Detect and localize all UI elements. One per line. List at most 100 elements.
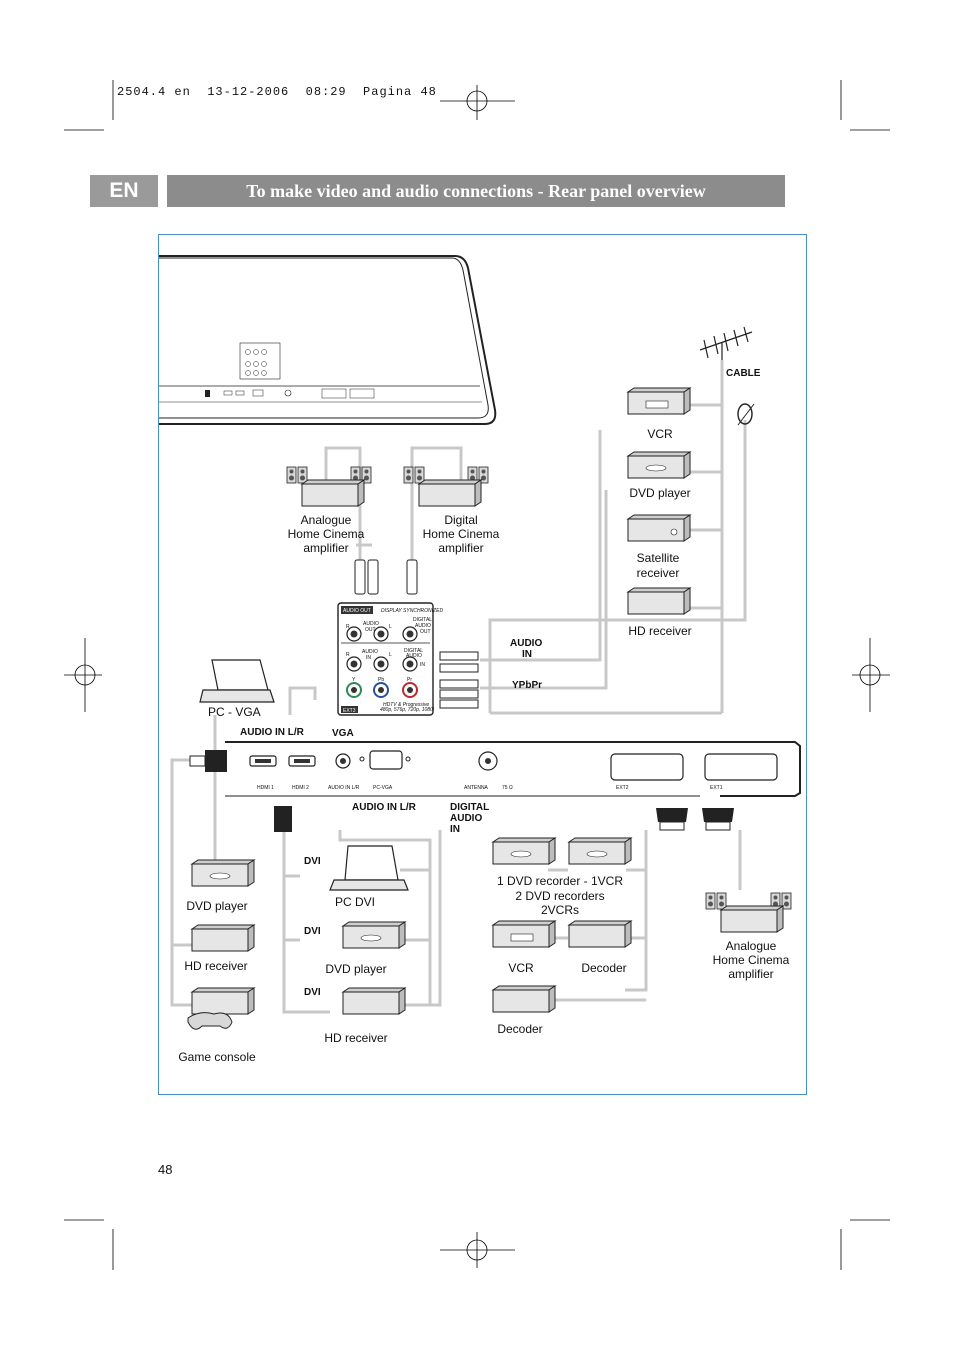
antenna-icon bbox=[699, 326, 753, 360]
ext2-label: EXT2 bbox=[616, 785, 629, 791]
decoder-2-device bbox=[492, 985, 556, 1013]
panel-digital-out-1: DIGITAL bbox=[413, 617, 432, 623]
dvd-mid-label: DVD player bbox=[325, 962, 386, 976]
print-header: 2504.4 en 13-12-2006 08:29 Pagina 48 bbox=[117, 85, 437, 99]
satellite-label-2: receiver bbox=[637, 566, 680, 580]
hdmi-plugs bbox=[189, 750, 292, 832]
audio-in-lr-label-2: AUDIO IN L/R bbox=[352, 802, 417, 813]
panel-audio-in-2: IN bbox=[366, 655, 371, 661]
panel-hdtv-1: HDTV & Progressive bbox=[383, 702, 429, 708]
hd-receiver-top-device bbox=[627, 587, 691, 615]
audio-in-label-2: IN bbox=[522, 649, 532, 660]
scart-plugs bbox=[656, 808, 734, 831]
dvd-top-label: DVD player bbox=[629, 486, 690, 500]
pc-dvi-label: PC DVI bbox=[335, 895, 375, 909]
panel-audio-out-2: OUT bbox=[365, 627, 376, 633]
recorder-label-1: 1 DVD recorder - 1VCR bbox=[497, 874, 623, 888]
satellite-label-1: Satellite bbox=[637, 551, 680, 565]
recorder-label-3: 2VCRs bbox=[541, 903, 579, 917]
recorder-label-2: 2 DVD recorders bbox=[515, 889, 604, 903]
analogue-amp-right-label-3: amplifier bbox=[728, 967, 773, 981]
panel-digital-in-3: IN bbox=[420, 662, 425, 668]
analogue-amp-label-3: amplifier bbox=[303, 541, 348, 555]
dvi-label-1: DVI bbox=[304, 856, 321, 867]
hd-mid-device bbox=[342, 987, 406, 1015]
game-console-device bbox=[187, 987, 255, 1030]
dvd-recorder-device bbox=[492, 837, 556, 865]
vcr-top-label: VCR bbox=[647, 427, 673, 441]
dvi-label-3: DVI bbox=[304, 987, 321, 998]
audio-in-lr-label: AUDIO IN L/R bbox=[240, 727, 305, 738]
hdmi2-label: HDMI 2 bbox=[292, 785, 309, 791]
panel-audio-in-1: AUDIO bbox=[362, 649, 378, 655]
panel-y: Y bbox=[352, 677, 356, 683]
dvd-left-label: DVD player bbox=[186, 899, 247, 913]
analogue-amp-label-2: Home Cinema bbox=[288, 527, 365, 541]
panel-l-1: L bbox=[389, 624, 392, 630]
audio-in-label-1: AUDIO bbox=[510, 638, 542, 649]
ext1-label: EXT1 bbox=[710, 785, 723, 791]
vcr-top-device bbox=[627, 387, 691, 415]
hd-top-label: HD receiver bbox=[628, 624, 691, 638]
satellite-dish-icon bbox=[737, 403, 755, 426]
cable-label: CABLE bbox=[726, 368, 761, 379]
language-tab: EN bbox=[90, 175, 158, 207]
dvd-mid-device bbox=[342, 921, 406, 949]
hd-left-device bbox=[191, 924, 255, 952]
ypbpr-label: YPbPr bbox=[512, 680, 542, 691]
dvd-left-device bbox=[191, 859, 255, 887]
vga-label: VGA bbox=[332, 728, 354, 739]
hd-mid-label: HD receiver bbox=[324, 1031, 387, 1045]
dvd-recorder-device-2 bbox=[568, 837, 632, 865]
rear-panel-strip: HDMI 1 HDMI 2 AUDIO IN L/R PC-VGA ANTENN… bbox=[225, 741, 801, 797]
satellite-receiver-device bbox=[627, 514, 691, 542]
digital-audio-in-2: AUDIO bbox=[450, 813, 482, 824]
pc-vga-label: PC - VGA bbox=[208, 705, 261, 719]
digital-audio-in-1: DIGITAL bbox=[450, 802, 489, 813]
panel-audio-out-1: AUDIO bbox=[363, 621, 379, 627]
vcr-bottom-label: VCR bbox=[508, 961, 534, 975]
panel-digital-out-3: OUT bbox=[420, 629, 431, 635]
display-sync-label: DISPLAY SYNCHRONIZED bbox=[381, 608, 443, 614]
analogue-amplifier-right bbox=[705, 892, 792, 933]
panel-pr: Pr bbox=[407, 677, 412, 683]
hdmi1-label: HDMI 1 bbox=[257, 785, 274, 791]
decoder-1-label: Decoder bbox=[581, 961, 626, 975]
decoder-2-label: Decoder bbox=[497, 1022, 542, 1036]
rca-plugs-top bbox=[354, 559, 418, 595]
game-console-label: Game console bbox=[178, 1050, 256, 1064]
hd-left-label: HD receiver bbox=[184, 959, 247, 973]
audio-out-tag: AUDIO OUT bbox=[343, 608, 371, 614]
antenna-label: ANTENNA bbox=[464, 785, 489, 791]
panel-r-1: R bbox=[346, 624, 350, 630]
analogue-amp-label-1: Analogue bbox=[301, 513, 352, 527]
panel-digital-out-2: AUDIO bbox=[415, 623, 431, 629]
panel-r-2: R bbox=[346, 652, 350, 658]
panel-l-2: L bbox=[389, 652, 392, 658]
panel-digital-in-2: AUDIO bbox=[406, 653, 422, 659]
tv-rear-outline bbox=[159, 255, 497, 425]
page-title: To make video and audio connections - Re… bbox=[167, 175, 785, 207]
analogue-amp-right-label-1: Analogue bbox=[726, 939, 777, 953]
antenna-ohm-label: 75 Ω bbox=[502, 785, 513, 791]
analogue-amp-right-label-2: Home Cinema bbox=[713, 953, 790, 967]
diagram-frame bbox=[158, 234, 807, 1095]
digital-audio-in-3: IN bbox=[450, 824, 460, 835]
panel-ext3: EXT3 bbox=[343, 708, 356, 714]
audio-in-panel-label: AUDIO IN L/R bbox=[328, 785, 360, 791]
side-plugs bbox=[439, 651, 479, 709]
digital-amplifier bbox=[403, 466, 489, 507]
analogue-amplifier-top bbox=[286, 466, 372, 507]
decoder-1-device bbox=[568, 920, 632, 948]
side-connector-panel: AUDIO OUT DISPLAY SYNCHRONIZED AUDIO OUT… bbox=[337, 602, 443, 716]
panel-pb: Pb bbox=[378, 677, 384, 683]
panel-digital-in-1: DIGITAL bbox=[404, 648, 423, 654]
pc-dvi-laptop-icon bbox=[329, 845, 409, 891]
dvi-label-2: DVI bbox=[304, 926, 321, 937]
crop-marks bbox=[64, 80, 890, 1270]
vcr-bottom-device bbox=[492, 920, 556, 948]
dvd-top-device bbox=[627, 451, 691, 479]
laptop-vga-icon bbox=[199, 659, 275, 703]
panel-hdtv-2: 480p, 576p, 720p, 1080i bbox=[380, 707, 435, 713]
